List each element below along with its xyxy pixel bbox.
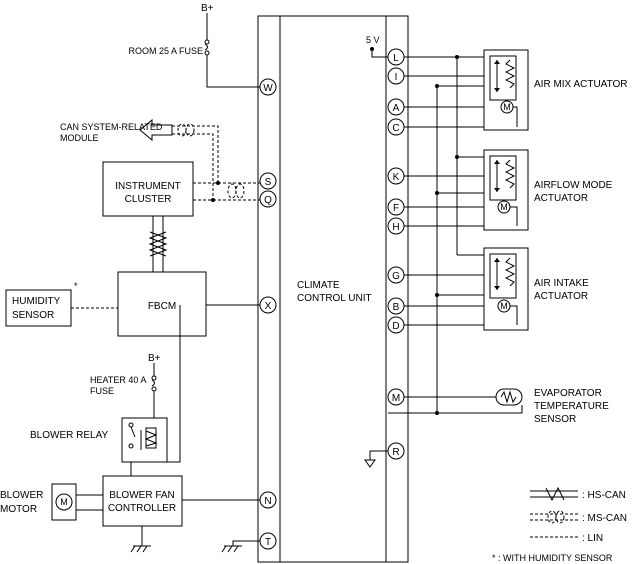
- airflow-mode-label-2: ACTUATOR: [534, 193, 588, 204]
- can-module-label-2: MODULE: [60, 133, 99, 143]
- humidity-sensor: HUMIDITY SENSOR *: [5, 281, 118, 327]
- fbcm-label: FBCM: [148, 301, 176, 312]
- pin-g-label: G: [392, 271, 400, 282]
- pin-i-label: I: [395, 72, 398, 83]
- can-arrow-icon: [139, 118, 173, 142]
- pin-h-label: H: [392, 222, 399, 233]
- blower-motor: M BLOWER MOTOR: [0, 483, 103, 521]
- pin-q-label: Q: [264, 195, 272, 206]
- air-intake-actuator: M AIR INTAKE ACTUATOR: [483, 247, 589, 331]
- b-plus-top-label: B+: [201, 3, 214, 14]
- blower-motor-icon: [55, 493, 73, 511]
- pin-f-label: F: [393, 203, 399, 214]
- pin-d-label: D: [392, 321, 399, 332]
- heater-fuse-circuit: B+ HEATER 40 A FUSE: [90, 353, 161, 418]
- blower-motor-label-2: MOTOR: [0, 504, 37, 515]
- humidity-sensor-star: *: [74, 281, 78, 291]
- blower-relay: BLOWER RELAY: [30, 305, 181, 476]
- pin-q: [259, 190, 277, 208]
- instrument-cluster: INSTRUMENT CLUSTER: [102, 161, 260, 272]
- blower-fan-controller-label-2: CONTROLLER: [108, 503, 176, 514]
- humidity-sensor-label-1: HUMIDITY: [12, 296, 61, 307]
- air-mix-motor-symbol: M: [503, 102, 511, 112]
- evap-label-3: SENSOR: [534, 414, 576, 425]
- room-fuse-circuit: B+ ROOM 25 A FUSE: [128, 3, 260, 88]
- pin-x-label: X: [265, 301, 272, 312]
- pin-b-label: B: [393, 302, 400, 313]
- pin-w-label: W: [263, 83, 273, 94]
- pin-m-label: M: [392, 393, 400, 404]
- fbcm: FBCM: [117, 271, 260, 337]
- blower-relay-label: BLOWER RELAY: [30, 430, 108, 441]
- ccu-label-line1: CLIMATE: [297, 280, 340, 291]
- air-mix-actuator: M AIR MIX ACTUATOR: [483, 49, 628, 131]
- legend-note: * : WITH HUMIDITY SENSOR: [492, 553, 613, 563]
- pin-s-label: S: [265, 177, 272, 188]
- legend: : HS-CAN : MS-CAN : LIN * : WITH HUMIDIT…: [492, 486, 627, 563]
- can-system-module: CAN SYSTEM-RELATED MODULE: [60, 118, 219, 199]
- pin-c-label: C: [392, 123, 399, 134]
- blower-motor-symbol: M: [60, 497, 68, 507]
- air-intake-label-2: ACTUATOR: [534, 291, 588, 302]
- five-volt-label: 5 V: [366, 35, 380, 45]
- humidity-sensor-label-2: SENSOR: [12, 310, 54, 321]
- pin-r-label: R: [392, 447, 399, 458]
- air-intake-motor-symbol: M: [500, 301, 508, 311]
- evap-label-1: EVAPORATOR: [534, 388, 602, 399]
- air-mix-label: AIR MIX ACTUATOR: [534, 79, 628, 90]
- legend-ms-can: : MS-CAN: [582, 513, 627, 524]
- pin-s: [259, 172, 277, 190]
- instrument-cluster-label-1: INSTRUMENT: [115, 181, 181, 192]
- air-intake-label-1: AIR INTAKE: [534, 278, 589, 289]
- ccu-label-line2: CONTROL UNIT: [297, 293, 372, 304]
- can-module-label-1: CAN SYSTEM-RELATED: [60, 122, 163, 132]
- heater-fuse-label-2: FUSE: [90, 386, 114, 396]
- five-volt-reference: 5 V: [364, 35, 388, 468]
- legend-lin: : LIN: [582, 533, 603, 544]
- pin-k-label: K: [393, 172, 400, 183]
- legend-hs-can: : HS-CAN: [582, 490, 626, 501]
- ground-t: [221, 540, 260, 553]
- pin-t-label: T: [265, 537, 271, 548]
- pin-a-label: A: [393, 103, 400, 114]
- pin-l-label: L: [393, 53, 399, 64]
- blower-fan-controller-label-1: BLOWER FAN: [109, 490, 175, 501]
- ccu-right-pins: L I A C K F H G B D M R: [387, 48, 405, 460]
- evaporator-temperature-sensor: EVAPORATOR TEMPERATURE SENSOR: [495, 388, 609, 425]
- heater-fuse-label-1: HEATER 40 A: [90, 375, 146, 385]
- ccu-left-pins: W S Q X N T: [259, 78, 277, 550]
- instrument-cluster-label-2: CLUSTER: [125, 194, 172, 205]
- climate-control-unit: CLIMATE CONTROL UNIT: [257, 15, 409, 563]
- b-plus-heater-label: B+: [148, 353, 161, 364]
- blower-fan-controller: BLOWER FAN CONTROLLER: [102, 475, 260, 553]
- airflow-mode-motor-symbol: M: [500, 202, 508, 212]
- room-fuse-label: ROOM 25 A FUSE: [128, 46, 203, 56]
- blower-motor-label-1: BLOWER: [0, 490, 43, 501]
- airflow-mode-label-1: AIRFLOW MODE: [534, 180, 613, 191]
- airflow-mode-actuator: M AIRFLOW MODE ACTUATOR: [483, 149, 613, 231]
- evap-label-2: TEMPERATURE: [534, 401, 609, 412]
- pin-n-label: N: [264, 496, 271, 507]
